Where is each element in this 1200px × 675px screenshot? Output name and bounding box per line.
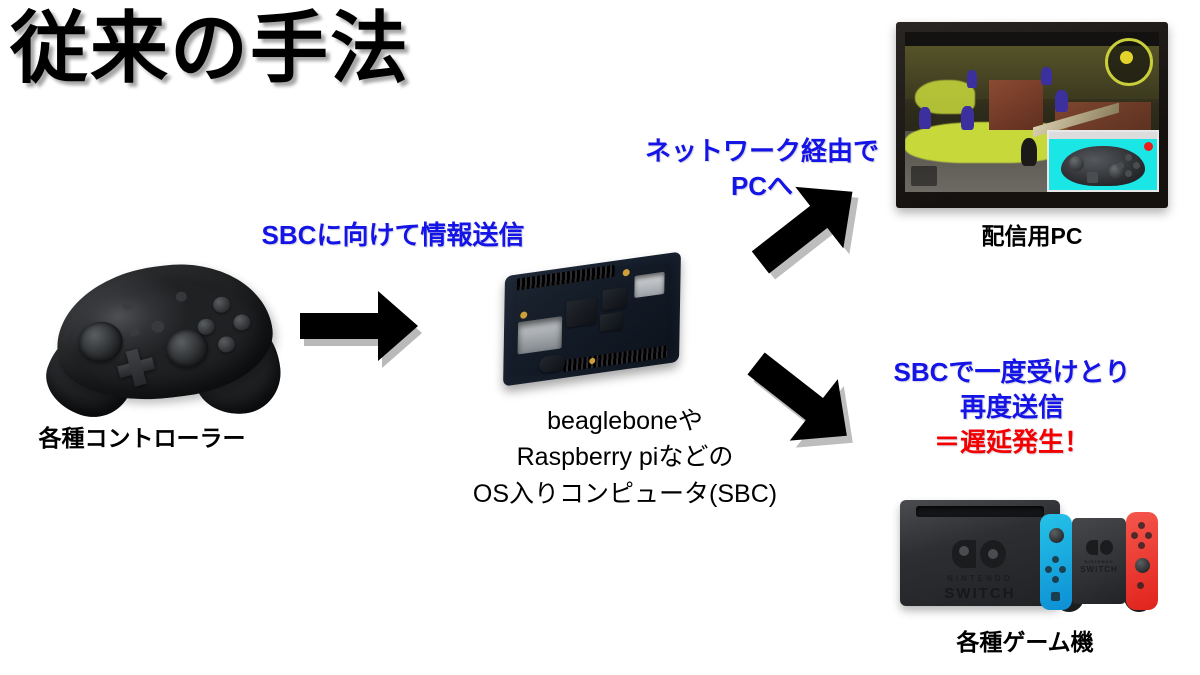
switch-brand-line-2: SWITCH — [944, 585, 1016, 602]
annotation-sbc-to-console: SBCで一度受けとり 再度送信 ＝遅延発生！ — [872, 355, 1152, 460]
game-hud-gauge — [1105, 38, 1153, 86]
grip-center-body: NINTENDO SWITCH — [1072, 518, 1126, 604]
arrow-up-right-icon — [751, 176, 902, 286]
sbc-caption-line-2: Raspberry piなどの — [516, 443, 734, 472]
joycon-left-left — [1045, 566, 1052, 573]
game-ceiling — [905, 32, 1159, 47]
joycon-right-a — [1145, 532, 1152, 539]
controller-button-b — [217, 335, 236, 354]
grip-logo-left — [1086, 540, 1098, 555]
switch-brand-line-1: NINTENDO — [947, 574, 1013, 583]
overlay-dpad — [1087, 172, 1098, 183]
sbc-usb-port — [634, 271, 665, 299]
controller-button-a — [232, 313, 252, 332]
nintendo-switch-logo-icon — [952, 540, 1006, 568]
game-enemy-3 — [967, 70, 977, 89]
game-console-caption: 各種ゲーム機 — [956, 629, 1094, 655]
recording-indicator-icon — [1144, 142, 1153, 151]
controller-home-button — [150, 319, 165, 334]
arrow-down-right-icon — [738, 352, 898, 477]
game-enemy-5 — [1055, 89, 1068, 112]
logo-left-hole — [959, 546, 969, 556]
controller-capture-button — [128, 325, 141, 338]
page-title: 従来の手法 — [10, 4, 411, 92]
annotation-sbc-to-console-line-2: 再度送信 — [959, 392, 1064, 423]
switch-dock: NINTENDO SWITCH — [900, 500, 1060, 606]
controller-overlay-window — [1047, 130, 1159, 192]
game-enemy-4 — [1041, 67, 1052, 86]
sbc-caption-line-1: beagleboneや — [547, 407, 703, 435]
joycon-left-up — [1052, 556, 1059, 563]
streaming-pc-caption: 配信用PC — [981, 223, 1083, 249]
sbc-memory-chip — [602, 287, 627, 311]
overlay-button-a — [1133, 162, 1140, 169]
grip-logo-right — [1100, 540, 1113, 555]
arrow-right-icon — [300, 283, 452, 369]
controller-image — [36, 248, 285, 428]
overlay-button-y — [1117, 162, 1124, 169]
game-hud-weapon-box — [911, 166, 937, 186]
overlay-button-b — [1125, 170, 1132, 177]
controller-dpad — [114, 345, 159, 390]
game-crate — [989, 80, 1043, 130]
annotation-controller-to-sbc: SBCに向けて情報送信 — [261, 220, 525, 250]
streaming-pc-image — [896, 22, 1168, 217]
annotation-sbc-to-console-line-1: SBCで一度受けとり — [893, 357, 1131, 387]
joycon-right-x — [1138, 522, 1145, 529]
joycon-right — [1126, 512, 1158, 610]
overlay-controller-graphic — [1061, 146, 1145, 186]
joycon-right-stick — [1135, 558, 1150, 573]
joycon-left — [1040, 514, 1072, 610]
sbc-header-top — [516, 264, 615, 291]
sbc-mount-hole-2 — [520, 311, 528, 320]
game-console-image: NINTENDO SWITCH NINTENDO SWITCH — [888, 492, 1158, 617]
grip-brand-line-1: NINTENDO — [1084, 559, 1114, 564]
sbc-pcb — [503, 251, 681, 387]
sbc-image — [498, 248, 688, 398]
grip-logo-icon — [1086, 540, 1113, 555]
game-enemy-1 — [919, 107, 931, 130]
overlay-button-x — [1125, 154, 1132, 161]
overlay-window-titlebar — [1049, 132, 1157, 139]
sbc-caption: beagleboneや Raspberry piなどの OS入りコンピュータ(S… — [440, 403, 810, 512]
joycon-left-down — [1052, 576, 1059, 583]
overlay-left-stick — [1069, 156, 1084, 171]
game-player-character — [1021, 137, 1037, 166]
sbc-mount-hole-1 — [622, 268, 630, 277]
controller-button-x — [212, 295, 232, 314]
game-hud-indicator — [1120, 51, 1133, 64]
joycon-left-right — [1059, 566, 1066, 573]
joycon-right-y — [1131, 532, 1138, 539]
joycon-right-home — [1137, 582, 1144, 589]
annotation-sbc-to-pc-line-2: PCへ — [730, 171, 794, 202]
monitor-screen — [905, 32, 1159, 192]
sbc-power-jack — [539, 353, 566, 374]
controller-minus-button — [121, 299, 135, 311]
controller-plus-button — [175, 290, 188, 303]
sbc-chip-secondary — [599, 311, 623, 332]
grip-brand-line-2: SWITCH — [1080, 565, 1118, 574]
sbc-processor-chip — [565, 297, 597, 328]
sbc-caption-line-3: OS入りコンピュータ(SBC) — [472, 479, 778, 508]
annotation-sbc-to-pc-line-1: ネットワーク経由で — [644, 136, 879, 166]
logo-right-hole — [988, 549, 998, 559]
joycon-right-b — [1138, 542, 1145, 549]
controller-caption: 各種コントローラー — [38, 425, 246, 451]
sbc-header-bottom — [563, 345, 668, 373]
joycon-left-stick — [1049, 528, 1064, 543]
annotation-latency-warning: ＝遅延発生！ — [933, 427, 1090, 458]
game-enemy-2 — [961, 105, 974, 130]
switch-dock-slot — [916, 506, 1044, 517]
joycon-left-capture — [1051, 592, 1060, 601]
annotation-sbc-to-pc: ネットワーク経由で PCへ — [612, 134, 912, 204]
sbc-ethernet-port — [517, 316, 563, 355]
